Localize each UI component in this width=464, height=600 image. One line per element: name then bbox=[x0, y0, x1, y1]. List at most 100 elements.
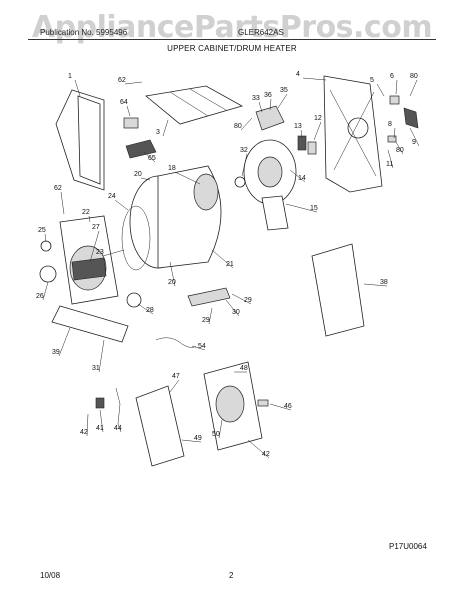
callout-label: 14 bbox=[298, 175, 306, 182]
callout-label: 23 bbox=[96, 249, 104, 256]
callout-leader-line bbox=[241, 153, 248, 177]
callout-leader-line bbox=[363, 283, 388, 287]
callout-label: 9 bbox=[412, 139, 416, 146]
callout-leader-line bbox=[86, 413, 89, 437]
callout-leader-line bbox=[211, 249, 234, 269]
part-panel-cutout bbox=[215, 385, 245, 423]
callout-label: 12 bbox=[314, 115, 322, 122]
publication-number: Publication No. 5995496 bbox=[40, 28, 128, 37]
callout-leader-line bbox=[395, 141, 404, 155]
callout-label: 11 bbox=[386, 161, 393, 168]
part-side-panel-38 bbox=[311, 243, 365, 337]
callout-leader-line bbox=[395, 79, 398, 95]
callout-leader-line bbox=[225, 299, 240, 317]
callout-leader-line bbox=[409, 79, 418, 97]
callout-label: 54 bbox=[198, 343, 206, 350]
part-lint-filter-27 bbox=[71, 257, 107, 281]
callout-label: 8 bbox=[388, 121, 392, 128]
callout-leader-line bbox=[58, 327, 71, 357]
callout-label: 39 bbox=[52, 349, 60, 356]
callout-label: 3 bbox=[156, 129, 160, 136]
part-rear-hub bbox=[347, 117, 369, 139]
callout-label: 62 bbox=[118, 77, 126, 84]
callout-label: 25 bbox=[38, 227, 46, 234]
callout-label: 38 bbox=[380, 279, 388, 286]
callout-leader-line bbox=[181, 439, 202, 443]
callout-label: 46 bbox=[284, 403, 292, 410]
part-harness-54 bbox=[155, 337, 197, 348]
callout-leader-line bbox=[169, 261, 176, 287]
callout-label: 5 bbox=[370, 77, 374, 84]
part-wire-44 bbox=[115, 387, 121, 425]
part-clip-80 bbox=[387, 135, 397, 143]
callout-label: 30 bbox=[232, 309, 240, 316]
callout-label: 42 bbox=[80, 429, 88, 436]
callout-leader-line bbox=[89, 230, 100, 263]
callout-label: 47 bbox=[172, 373, 180, 380]
callout-label: 22 bbox=[82, 209, 90, 216]
callout-leader-line bbox=[44, 233, 47, 243]
part-bracket-64 bbox=[123, 117, 139, 129]
callout-leader-line bbox=[258, 101, 263, 113]
callout-label: 29 bbox=[202, 317, 210, 324]
diagram-title: UPPER CABINET/DRUM HEATER bbox=[167, 44, 297, 53]
callout-leader-line bbox=[143, 151, 156, 163]
callout-leader-line bbox=[99, 409, 104, 433]
callout-leader-line bbox=[393, 127, 396, 139]
callout-leader-line bbox=[137, 303, 154, 315]
callout-leader-line bbox=[102, 249, 125, 257]
part-lamp-26 bbox=[39, 265, 57, 283]
callout-label: 80 bbox=[396, 147, 404, 154]
part-bracket-6 bbox=[389, 95, 400, 105]
callout-leader-line bbox=[88, 215, 91, 223]
callout-leader-line bbox=[191, 345, 206, 351]
part-roller-12 bbox=[307, 141, 317, 155]
callout-label: 29 bbox=[244, 297, 252, 304]
callout-label: 32 bbox=[240, 147, 248, 154]
callout-leader-line bbox=[74, 79, 81, 97]
part-roller-13 bbox=[297, 135, 307, 151]
callout-label: 80 bbox=[234, 123, 242, 130]
callout-leader-line bbox=[169, 379, 180, 393]
callout-leader-line bbox=[162, 119, 169, 137]
part-bracket-35 bbox=[255, 105, 285, 131]
callout-leader-line bbox=[218, 419, 223, 439]
part-top-cover bbox=[145, 85, 244, 125]
callout-label: 49 bbox=[194, 435, 202, 442]
footer-date: 10/08 bbox=[40, 571, 61, 580]
callout-label: 35 bbox=[280, 87, 288, 94]
callout-leader-line bbox=[240, 117, 253, 131]
callout-label: 44 bbox=[114, 425, 122, 432]
callout-leader-line bbox=[269, 403, 292, 411]
callout-leader-line bbox=[409, 127, 420, 147]
callout-leader-line bbox=[126, 105, 131, 117]
callout-label: 33 bbox=[252, 95, 260, 102]
part-access-panel-47 bbox=[135, 385, 185, 467]
callout-leader-line bbox=[277, 93, 288, 109]
part-drum-seal-24 bbox=[121, 205, 151, 271]
callout-leader-line bbox=[114, 199, 129, 211]
callout-leader-line bbox=[60, 191, 65, 215]
part-plug-46 bbox=[257, 399, 269, 407]
callout-leader-line bbox=[285, 203, 318, 213]
callout-label: 42 bbox=[262, 451, 270, 458]
part-clip-41 bbox=[95, 397, 105, 409]
callout-label: 6 bbox=[390, 73, 394, 80]
callout-leader-line bbox=[313, 121, 322, 141]
callout-label: 36 bbox=[264, 92, 272, 99]
callout-leader-line bbox=[269, 98, 272, 111]
part-bulkhead-ring bbox=[257, 156, 283, 188]
callout-leader-line bbox=[387, 149, 394, 169]
part-side-panel-inner bbox=[77, 95, 101, 185]
callout-label: 62 bbox=[54, 185, 62, 192]
part-screen-9 bbox=[403, 107, 419, 129]
callout-label: 41 bbox=[96, 425, 104, 432]
callout-leader-line bbox=[98, 339, 105, 373]
callout-leader-line bbox=[140, 177, 151, 181]
callout-label: 50 bbox=[212, 431, 220, 438]
header-rule bbox=[28, 39, 436, 40]
callout-leader-line bbox=[174, 171, 201, 185]
callout-label: 15 bbox=[310, 205, 318, 212]
